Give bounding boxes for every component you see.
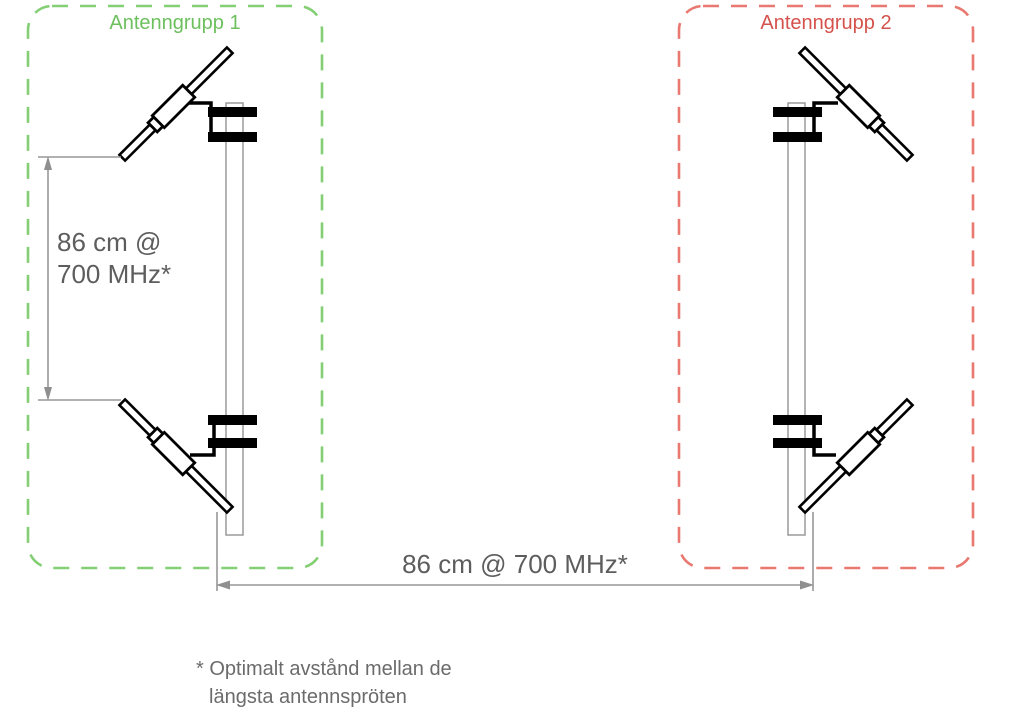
mast-right (773, 101, 838, 536)
mast-clamp (208, 107, 257, 117)
antenna-top-right (797, 45, 915, 163)
antenna-bracket (812, 417, 836, 457)
mast-clamp (208, 415, 257, 425)
antenna-feed-large (835, 83, 882, 130)
vertical-dimension-label-line1: 86 cm @ (57, 227, 161, 257)
arrowhead-up-icon (44, 156, 52, 170)
mast-clamp (773, 132, 822, 142)
arrowhead-down-icon (44, 387, 52, 401)
antenna-bottom-right (797, 397, 915, 515)
antenna-feed-large (150, 83, 197, 130)
horizontal-dimension: 86 cm @ 700 MHz* (216, 512, 814, 591)
mast-right-pole (787, 102, 806, 536)
arrowhead-right-icon (800, 580, 814, 590)
mast-clamp (208, 132, 257, 142)
arrowhead-left-icon (216, 580, 230, 590)
mast-clamp (773, 438, 822, 448)
mast-clamp (773, 415, 822, 425)
vertical-dimension-label-line2: 700 MHz* (57, 259, 171, 289)
antenna-feed-large (150, 430, 197, 477)
horizontal-dimension-label: 86 cm @ 700 MHz* (402, 549, 628, 579)
antenna-bottom-left (117, 397, 235, 515)
antenna-feed-large (835, 430, 882, 477)
footnote-line1: * Optimalt avstånd mellan de (196, 658, 452, 680)
mast-left-pole (225, 102, 244, 536)
mast-left (187, 101, 257, 536)
antenna-top-left (117, 45, 235, 163)
mast-clamp (773, 107, 822, 117)
antenna-group-2-label: Antenngrupp 2 (760, 12, 891, 34)
antenna-bracket (187, 101, 213, 140)
footnote-line2: längsta antennspröten (209, 686, 407, 708)
footnote: * Optimalt avstånd mellan de längsta ant… (196, 658, 452, 708)
antenna-group-1-boundary (26, 4, 324, 570)
antenna-bracket (190, 417, 216, 457)
antenna-group-2-boundary (677, 4, 975, 570)
mast-clamp (208, 438, 257, 448)
antenna-group-1-label: Antenngrupp 1 (109, 12, 240, 34)
vertical-dimension: 86 cm @ 700 MHz* (38, 156, 171, 401)
antenna-bracket (812, 101, 838, 140)
